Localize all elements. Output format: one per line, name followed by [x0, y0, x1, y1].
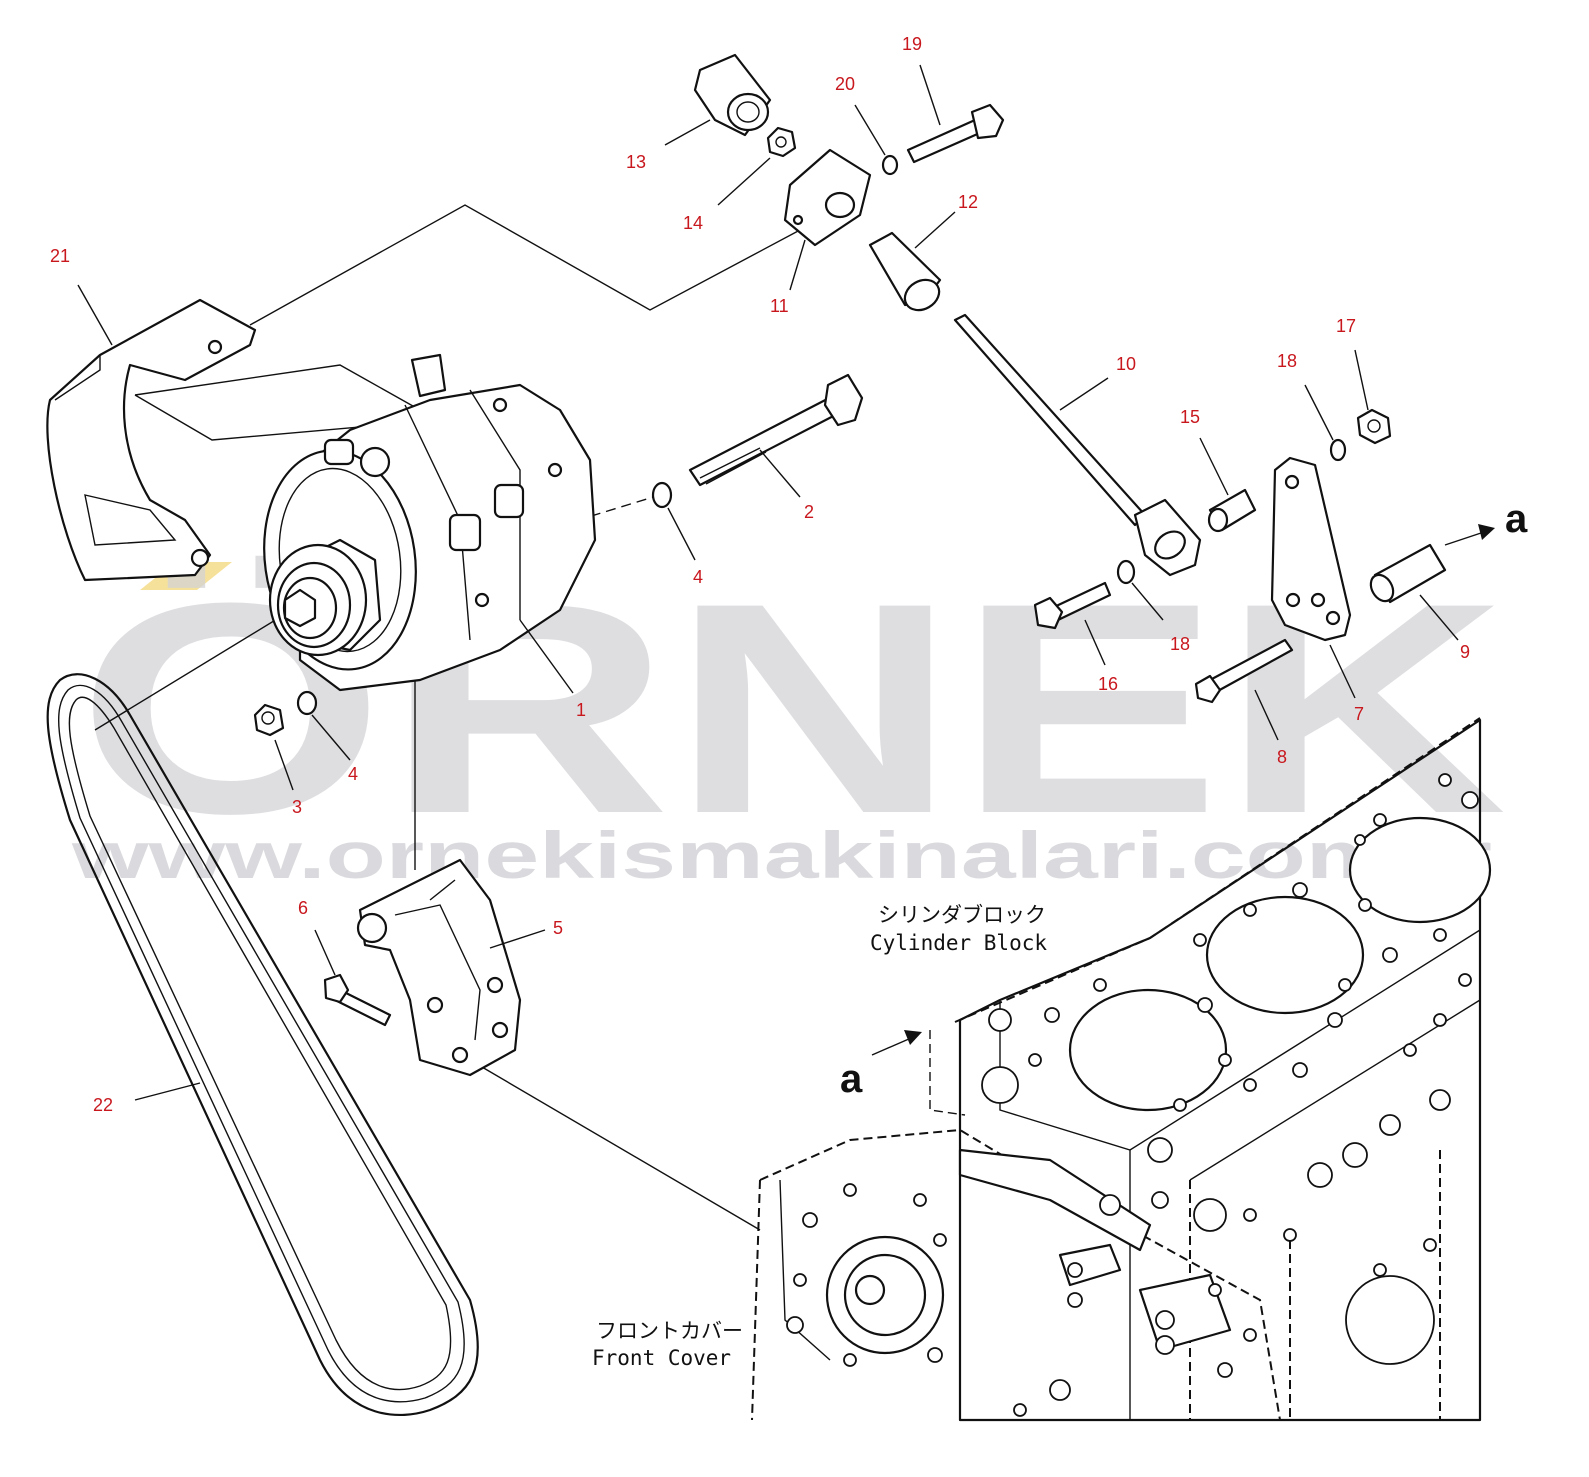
callout-1: 1 — [576, 700, 586, 720]
callout-19: 19 — [902, 34, 922, 54]
callout-9: 9 — [1460, 642, 1470, 662]
callout-8: 8 — [1277, 747, 1287, 767]
callout-numbers: 1 2 3 4 4 5 6 7 8 9 10 11 12 13 14 15 16… — [50, 34, 1470, 1115]
cylinder-block — [954, 717, 1492, 1422]
callout-6: 6 — [298, 898, 308, 918]
arrow-a-right: a — [1444, 497, 1528, 546]
callout-3: 3 — [292, 797, 302, 817]
arrow-label-left: a — [840, 1057, 863, 1101]
part-21-belt-cover — [46, 298, 257, 582]
part-11-block — [783, 148, 872, 247]
front-cover-label-en: Front Cover — [592, 1346, 731, 1370]
callout-18a: 18 — [1277, 351, 1297, 371]
part-10-adjusting-rod — [953, 313, 1202, 577]
callout-18b: 18 — [1170, 634, 1190, 654]
cylinder-block-label-jp: シリンダブロック — [878, 903, 1046, 927]
callout-12: 12 — [958, 192, 978, 212]
part-19-bolt — [906, 103, 1005, 164]
callout-4b: 4 — [348, 764, 358, 784]
callout-13: 13 — [626, 152, 646, 172]
part-6-bolt — [323, 973, 392, 1027]
cylinder-block-label-en: Cylinder Block — [870, 931, 1047, 955]
v-belt — [46, 673, 479, 1417]
part-12-pin — [868, 231, 942, 312]
part-13-bushing — [693, 53, 772, 137]
part-4-washer-upper — [651, 481, 673, 509]
part-18-washer-upper — [1329, 438, 1347, 462]
part-20-washer — [881, 154, 899, 176]
callout-2: 2 — [804, 502, 814, 522]
callout-10: 10 — [1116, 354, 1136, 374]
part-14-nut — [766, 126, 797, 158]
front-cover — [751, 1128, 1281, 1421]
callout-7: 7 — [1354, 704, 1364, 724]
part-2-long-bolt — [688, 373, 864, 487]
part-7-plate — [1270, 456, 1352, 642]
part-8-bolt — [1194, 638, 1294, 704]
part-9-spacer — [1369, 543, 1447, 604]
arrow-a-left: a — [840, 1030, 922, 1101]
part-18-washer-lower — [1116, 559, 1136, 585]
callout-4a: 4 — [693, 567, 703, 587]
part-17-nut — [1356, 408, 1392, 445]
part-1-alternator — [263, 353, 597, 692]
callout-5: 5 — [553, 918, 563, 938]
part-3-nut — [253, 703, 285, 737]
callout-20: 20 — [835, 74, 855, 94]
callout-15: 15 — [1180, 407, 1200, 427]
callout-16: 16 — [1098, 674, 1118, 694]
callout-leaders — [77, 64, 1459, 1101]
part-15-collar — [1207, 488, 1257, 533]
callout-11: 11 — [770, 296, 789, 316]
part-4-washer-lower — [296, 690, 318, 716]
front-cover-label-jp: フロントカバー — [596, 1319, 743, 1343]
callout-21: 21 — [50, 246, 70, 266]
callout-22: 22 — [93, 1095, 113, 1115]
arrow-label-right: a — [1505, 497, 1528, 541]
watermark-url: www.ornekismakinalari.com.tr — [71, 818, 1492, 892]
part-5-bracket — [356, 858, 522, 1077]
part-16-bolt — [1033, 581, 1112, 630]
callout-14: 14 — [683, 213, 703, 233]
callout-17: 17 — [1336, 316, 1356, 336]
